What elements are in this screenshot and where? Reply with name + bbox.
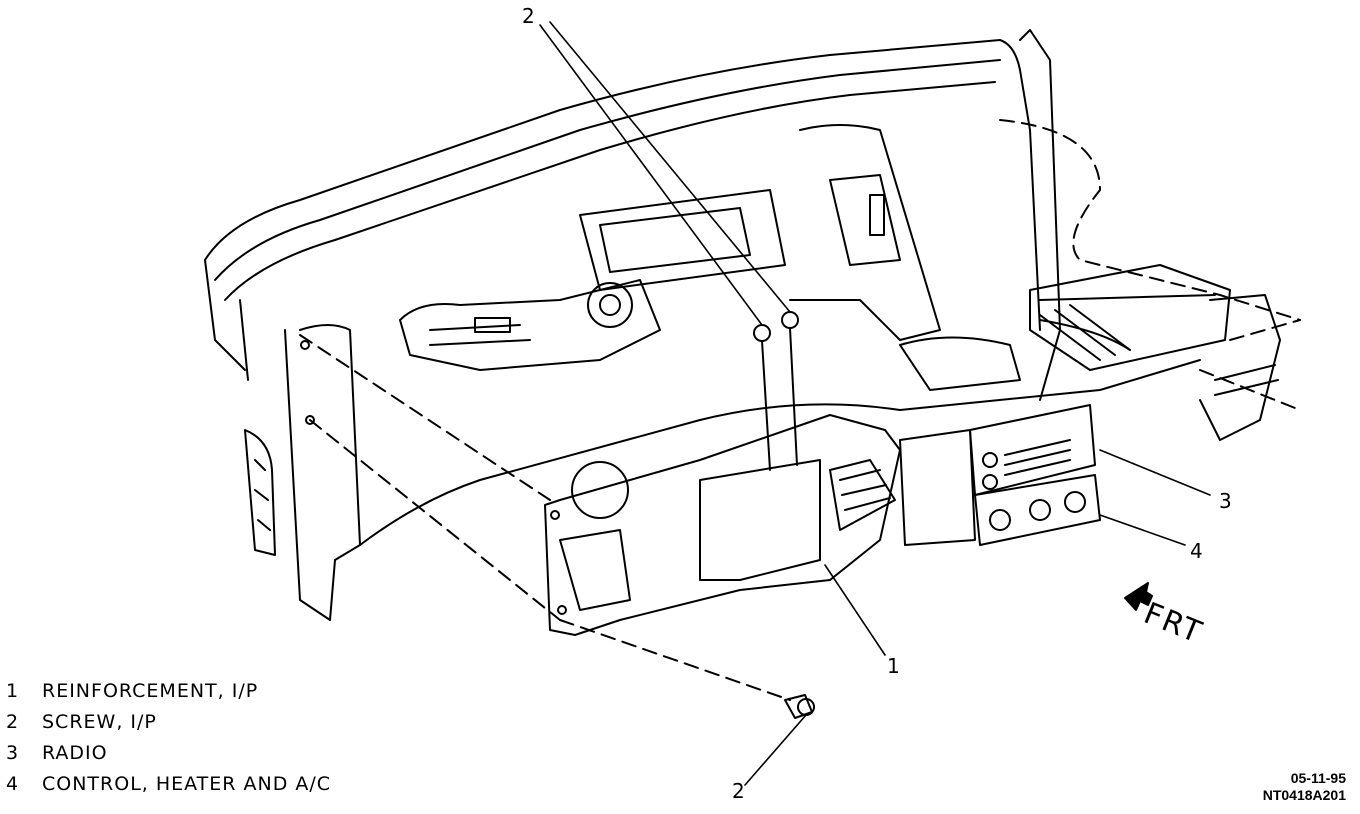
- callout-screw-bottom: 2: [732, 779, 745, 803]
- legend-label: RADIO: [42, 742, 108, 764]
- legend-number: 1: [6, 680, 20, 702]
- lower-panel: [359, 336, 1201, 546]
- steering-column: [399, 279, 661, 371]
- alignment-lines: [299, 119, 1301, 701]
- front-arrow: [1124, 582, 1153, 611]
- heater-ac-control: [974, 474, 1101, 546]
- glove-box-area: [1029, 264, 1281, 441]
- legend-number: 2: [6, 711, 20, 733]
- stamp-code: NT0418A201: [1262, 787, 1346, 803]
- leader-lines: [539, 21, 1211, 786]
- screw-bottom: [784, 694, 815, 719]
- legend-item: 3 RADIO: [6, 738, 331, 769]
- legend-label: SCREW, I/P: [42, 711, 157, 733]
- dash-cowl: [204, 29, 1131, 401]
- callout-reinforcement: 1: [887, 654, 900, 678]
- callout-radio: 3: [1219, 489, 1232, 513]
- hvac-module: [579, 124, 941, 341]
- legend-number: 4: [6, 773, 20, 795]
- stamp-date: 05-11-95: [1290, 770, 1346, 786]
- parts-legend: 1 REINFORCEMENT, I/P 2 SCREW, I/P 3 RADI…: [6, 676, 331, 800]
- screw-top-left: [753, 324, 771, 471]
- callout-screw-top: 2: [522, 4, 535, 28]
- reinforcement-ip: [544, 414, 901, 636]
- figure-stamp: 05-11-95 NT0418A201: [1263, 770, 1346, 804]
- legend-label: CONTROL, HEATER AND A/C: [42, 773, 332, 795]
- legend-item: 2 SCREW, I/P: [6, 707, 331, 738]
- legend-item: 4 CONTROL, HEATER AND A/C: [6, 769, 331, 800]
- callout-control: 4: [1190, 539, 1203, 563]
- legend-item: 1 REINFORCEMENT, I/P: [6, 676, 331, 707]
- radio-unit: [899, 404, 1096, 546]
- legend-label: REINFORCEMENT, I/P: [42, 680, 259, 702]
- left-end-panel: [244, 324, 361, 621]
- legend-number: 3: [6, 742, 20, 764]
- screw-top-right: [781, 311, 799, 466]
